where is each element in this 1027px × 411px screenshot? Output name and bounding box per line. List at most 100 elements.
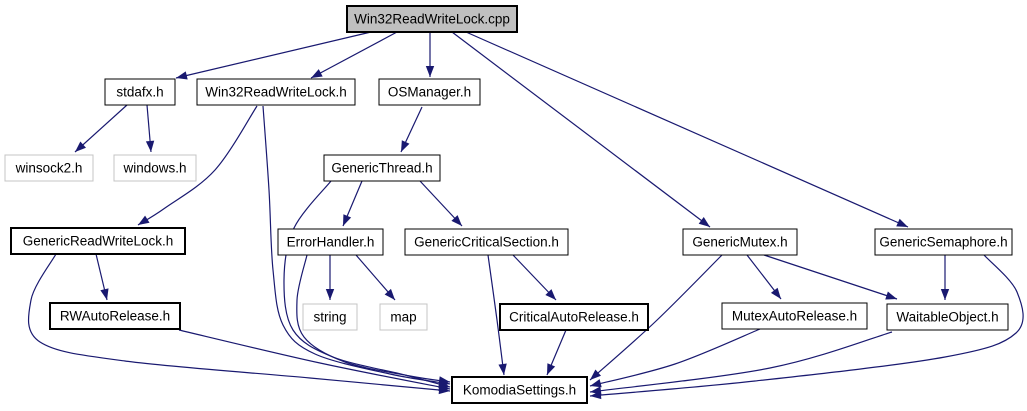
node-label-map: map — [390, 310, 416, 325]
arrowhead-icon — [498, 363, 507, 375]
node-box-criticalautorelease-h[interactable] — [499, 303, 649, 331]
node-label-genericthread-h: GenericThread.h — [331, 161, 432, 176]
node-label-rwautorelease-h: RWAutoRelease.h — [60, 309, 170, 324]
node-genericsemaphore-h[interactable]: GenericSemaphore.h — [874, 228, 1013, 256]
edge-gthread-to-ehandler — [342, 180, 363, 227]
edge-rwauto-to-komodia — [178, 329, 451, 391]
edge-gthread-to-komodia — [283, 180, 451, 389]
arrowhead-icon — [451, 215, 462, 226]
arrowhead-icon — [138, 215, 150, 225]
node-box-komodiasettings-h[interactable] — [451, 376, 588, 404]
node-label-win32readwritelock-h: Win32ReadWriteLock.h — [205, 85, 347, 100]
node-box-string — [302, 303, 358, 331]
edge-ehandler-to-komodia — [296, 254, 451, 385]
node-mutexautorelease-h[interactable]: MutexAutoRelease.h — [721, 302, 868, 330]
node-win32readwritelock-cpp: Win32ReadWriteLock.cpp — [346, 5, 518, 33]
arrowhead-icon — [311, 69, 323, 78]
edge-cpp-to-gmutex — [451, 31, 711, 228]
node-box-genericreadwritelock-h[interactable] — [10, 227, 186, 255]
arrowhead-icon — [896, 218, 908, 227]
node-label-komodiasettings-h: KomodiaSettings.h — [463, 383, 576, 398]
node-rwautorelease-h[interactable]: RWAutoRelease.h — [49, 302, 181, 330]
edge-grwl-to-rwauto — [95, 253, 109, 301]
node-waitableobject-h[interactable]: WaitableObject.h — [886, 303, 1009, 331]
node-label-waitableobject-h: WaitableObject.h — [896, 310, 998, 325]
edge-cpp-to-stdafx — [175, 31, 372, 80]
edge-car-to-komodia — [546, 329, 567, 376]
node-box-mutexautorelease-h[interactable] — [721, 302, 868, 330]
node-box-genericmutex-h[interactable] — [682, 228, 798, 256]
edge-ehandler-to-string — [325, 255, 335, 300]
node-box-genericcriticalsection-h[interactable] — [404, 228, 569, 256]
edge-stdafx-to-winsock2 — [74, 104, 128, 153]
arrowhead-icon — [145, 140, 155, 152]
arrowhead-icon — [590, 386, 602, 395]
arrowhead-icon — [590, 379, 602, 388]
node-box-win32readwritelock-cpp — [346, 5, 518, 33]
node-box-rwautorelease-h[interactable] — [49, 302, 181, 330]
node-box-map — [379, 303, 428, 331]
arrowhead-icon — [425, 66, 435, 77]
arrowhead-icon — [176, 71, 188, 80]
arrowhead-icon — [770, 287, 781, 299]
arrowhead-icon — [100, 288, 109, 300]
edge-gcs-to-car — [512, 254, 557, 301]
node-label-winsock2-h: winsock2.h — [15, 161, 83, 176]
node-label-stdafx-h: stdafx.h — [116, 85, 163, 100]
arrowhead-icon — [590, 369, 602, 380]
arrowhead-icon — [384, 288, 395, 300]
node-label-genericsemaphore-h: GenericSemaphore.h — [879, 235, 1007, 250]
edge-cpp-to-gsem — [465, 31, 909, 228]
arrowhead-icon — [438, 382, 450, 391]
node-label-criticalautorelease-h: CriticalAutoRelease.h — [509, 310, 639, 325]
node-label-windows-h: windows.h — [122, 161, 186, 176]
node-label-genericreadwritelock-h: GenericReadWriteLock.h — [23, 234, 174, 249]
arrowhead-icon — [401, 140, 410, 152]
edge-gmutex-to-mar — [746, 254, 782, 300]
node-komodiasettings-h[interactable]: KomodiaSettings.h — [451, 376, 588, 404]
edge-gmutex-to-waitable — [763, 254, 898, 300]
node-box-genericthread-h[interactable] — [323, 154, 441, 182]
edge-cpp-to-win32h — [310, 31, 398, 79]
node-label-win32readwritelock-cpp: Win32ReadWriteLock.cpp — [354, 12, 510, 27]
node-genericmutex-h[interactable]: GenericMutex.h — [682, 228, 798, 256]
arrowhead-icon — [343, 214, 352, 226]
edge-osmgr-to-gthread — [400, 106, 423, 153]
node-label-osmanager-h: OSManager.h — [388, 85, 471, 100]
arrowhead-icon — [547, 363, 556, 375]
node-label-genericmutex-h: GenericMutex.h — [692, 235, 787, 250]
node-osmanager-h[interactable]: OSManager.h — [378, 78, 481, 106]
node-box-winsock2-h — [4, 154, 94, 182]
node-string: string — [302, 303, 358, 331]
node-win32readwritelock-h[interactable]: Win32ReadWriteLock.h — [196, 78, 356, 106]
edge-cpp-to-osmgr — [425, 32, 435, 77]
edge-ehandler-to-map — [355, 254, 396, 301]
node-winsock2-h: winsock2.h — [4, 154, 94, 182]
arrowhead-icon — [438, 376, 450, 385]
node-label-mutexautorelease-h: MutexAutoRelease.h — [732, 309, 857, 324]
edge-mar-to-komodia — [589, 328, 761, 388]
node-box-genericsemaphore-h[interactable] — [874, 228, 1013, 256]
node-genericcriticalsection-h[interactable]: GenericCriticalSection.h — [404, 228, 569, 256]
edge-waitable-to-komodia — [589, 331, 893, 395]
node-box-osmanager-h[interactable] — [378, 78, 481, 106]
node-errorhandler-h[interactable]: ErrorHandler.h — [277, 228, 384, 256]
arrowhead-icon — [885, 291, 897, 300]
arrowhead-icon — [75, 141, 86, 152]
edge-gthread-to-gcs — [419, 180, 463, 227]
node-label-errorhandler-h: ErrorHandler.h — [287, 235, 375, 250]
node-box-errorhandler-h[interactable] — [277, 228, 384, 256]
node-criticalautorelease-h[interactable]: CriticalAutoRelease.h — [499, 303, 649, 331]
node-box-waitableobject-h[interactable] — [886, 303, 1009, 331]
node-stdafx-h[interactable]: stdafx.h — [104, 78, 176, 106]
node-genericreadwritelock-h[interactable]: GenericReadWriteLock.h — [10, 227, 186, 255]
arrowhead-icon — [698, 217, 710, 227]
edge-gmutex-to-komodia — [589, 254, 723, 381]
edge-win32h-to-grwl — [137, 105, 258, 226]
node-genericthread-h[interactable]: GenericThread.h — [323, 154, 441, 182]
node-windows-h: windows.h — [113, 154, 197, 182]
node-box-win32readwritelock-h[interactable] — [196, 78, 356, 106]
node-box-stdafx-h[interactable] — [104, 78, 176, 106]
